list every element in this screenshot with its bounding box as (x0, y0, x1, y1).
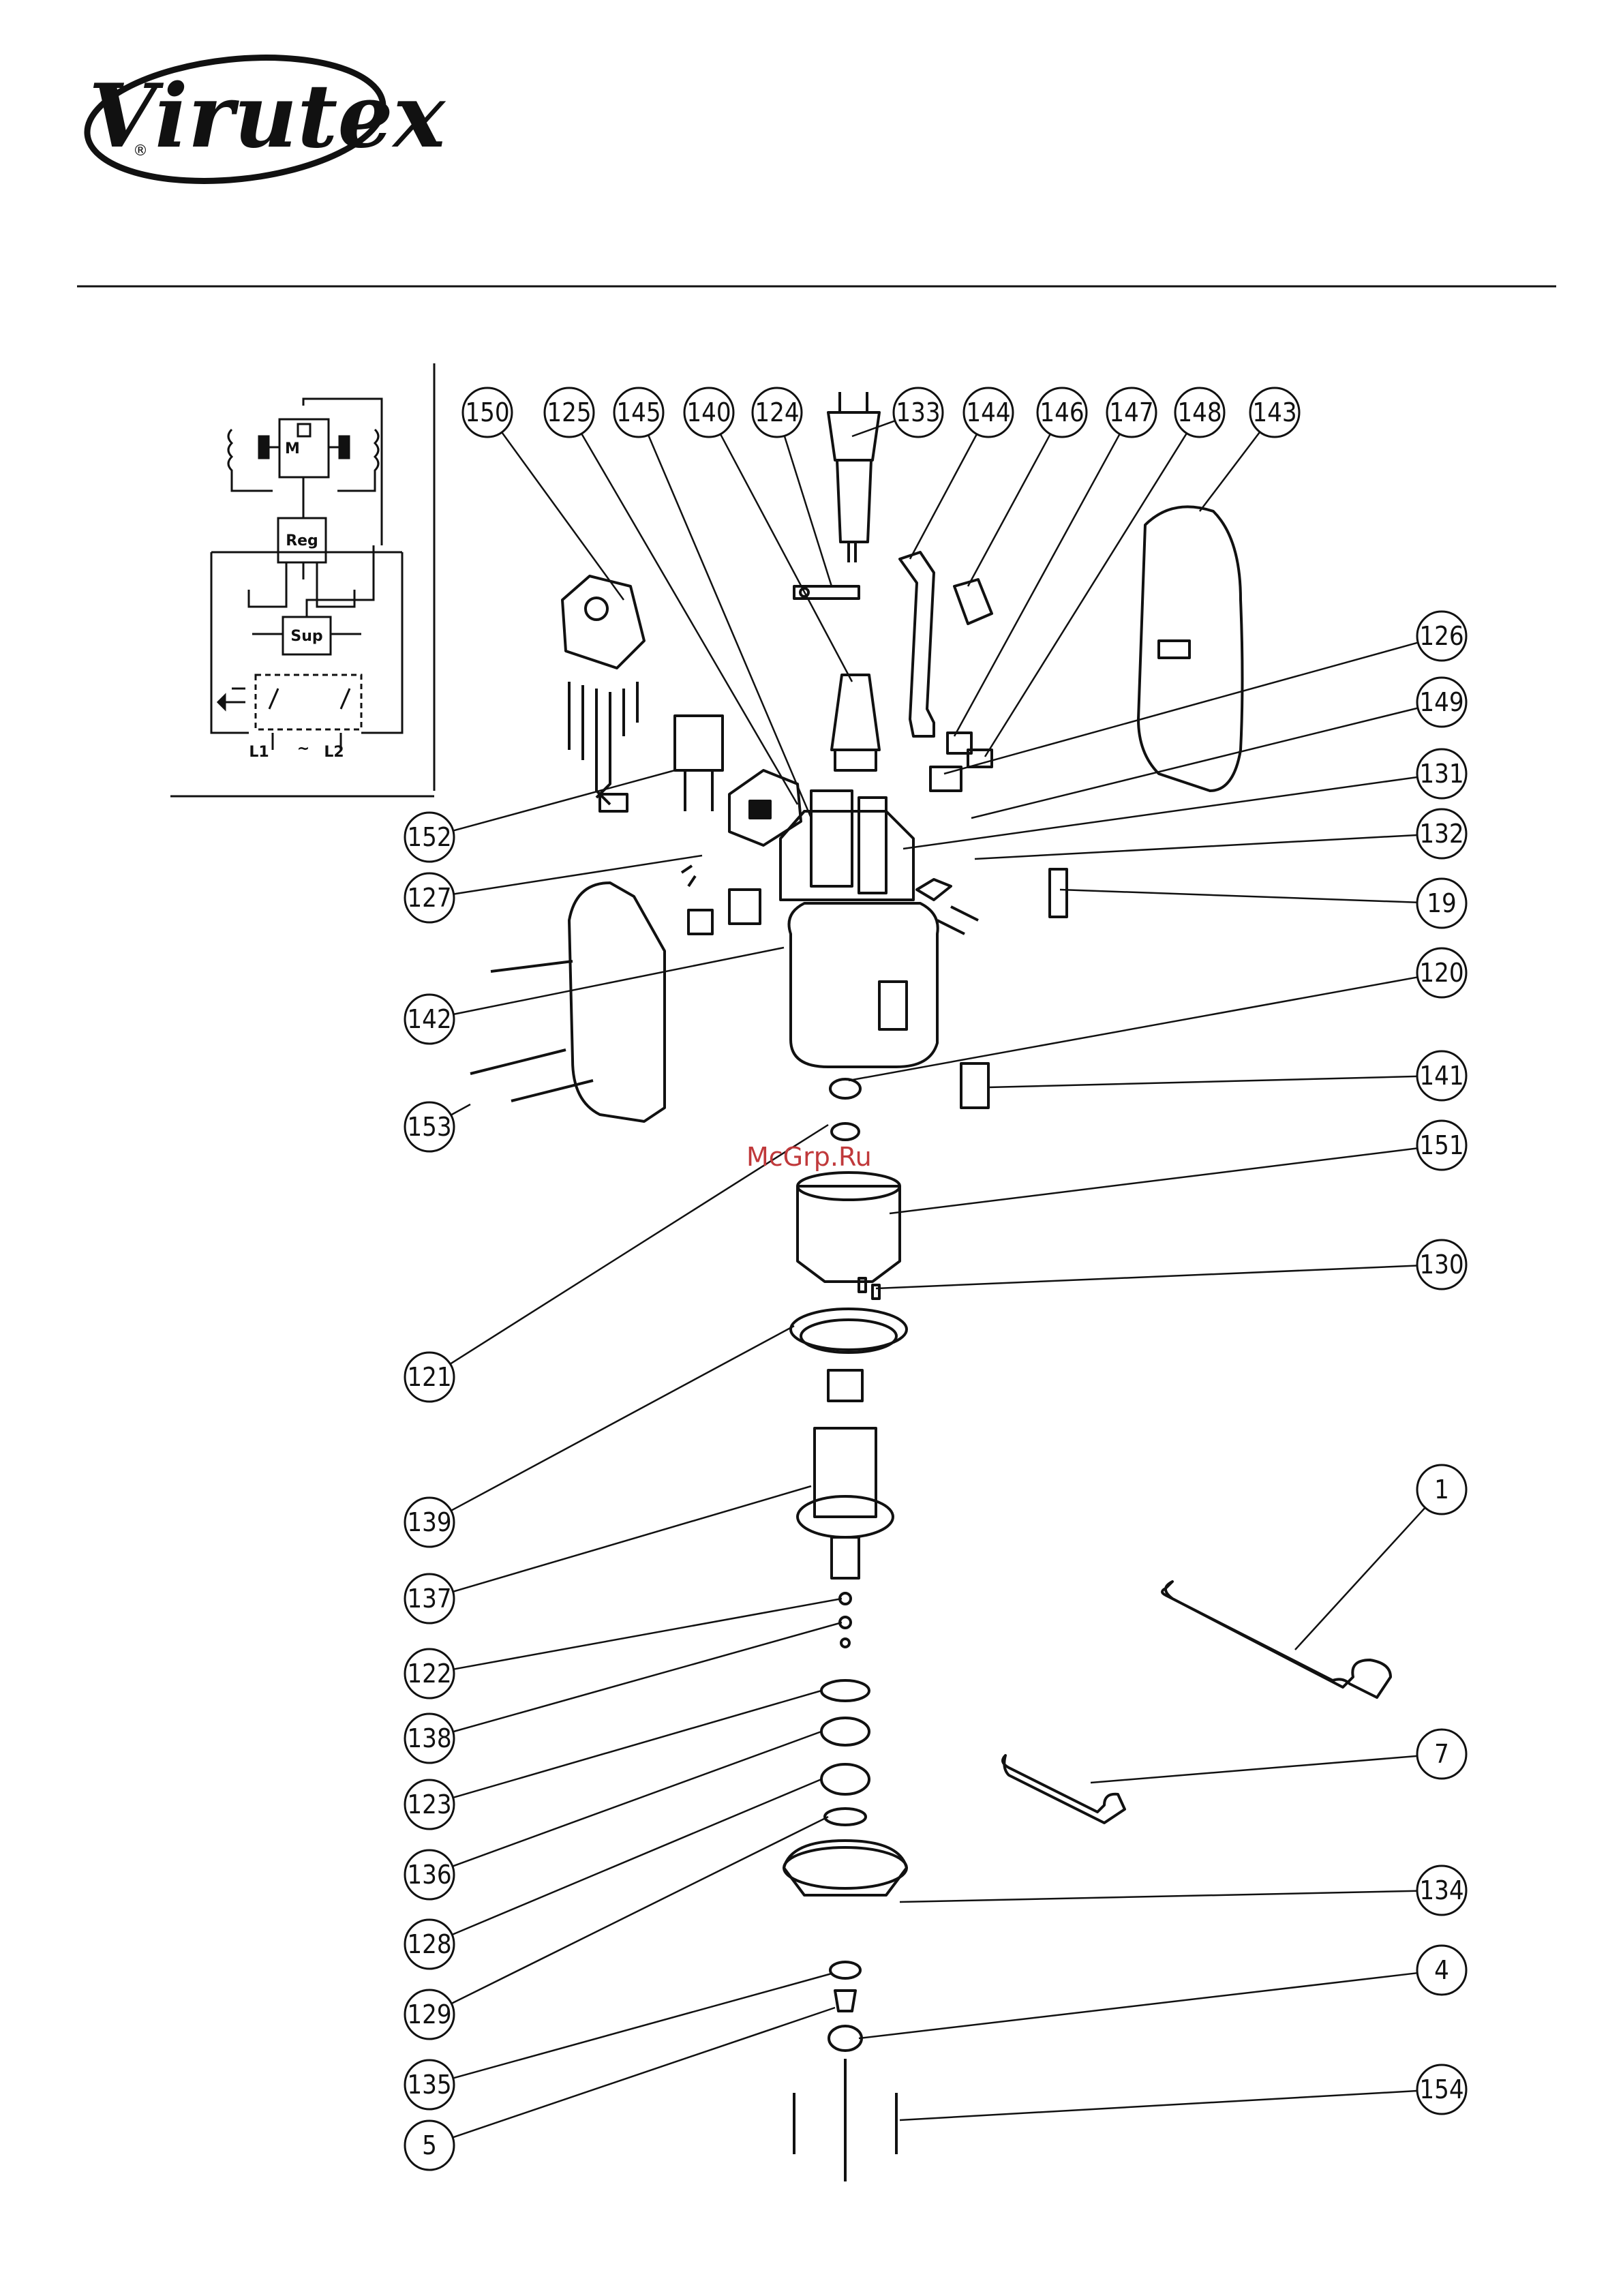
wiring-schematic (170, 363, 434, 796)
callout-number-145: 145 (616, 397, 661, 427)
callout-number-153: 153 (407, 1112, 451, 1142)
leader-line-150 (502, 432, 624, 600)
callout-number-124: 124 (755, 397, 799, 427)
callout-number-132: 132 (1419, 819, 1463, 849)
callout-number-140: 140 (686, 397, 731, 427)
registered-mark: ® (133, 142, 148, 160)
callout-number-150: 150 (465, 397, 509, 427)
callout-number-125: 125 (547, 397, 591, 427)
callout-number-135: 135 (407, 2070, 451, 2100)
callout-number-139: 139 (407, 1507, 451, 1537)
callout-number-134: 134 (1419, 1875, 1463, 1905)
leader-line-120 (849, 977, 1418, 1081)
ac-symbol: ~ (297, 740, 309, 757)
callout-number-133: 133 (896, 397, 940, 427)
suppressor-label: Sup (290, 628, 322, 645)
callout-number-137: 137 (407, 1584, 451, 1614)
leader-line-146 (968, 434, 1050, 586)
leader-line-142 (453, 948, 784, 1014)
leader-line-136 (453, 1732, 821, 1867)
leader-line-4 (859, 1973, 1417, 2038)
callout-number-129: 129 (407, 1999, 451, 2029)
callout-number-131: 131 (1419, 759, 1463, 789)
leader-line-134 (900, 1891, 1417, 1902)
leader-line-5 (453, 2008, 835, 2137)
callout-number-121: 121 (407, 1362, 451, 1392)
callout-number-122: 122 (407, 1659, 451, 1689)
callout-bubbles: 1501251451401241331441461471481431261491… (405, 388, 1466, 2170)
leader-line-133 (852, 421, 895, 436)
callout-number-1: 1 (1434, 1475, 1449, 1505)
leader-line-149 (971, 708, 1418, 818)
callout-number-123: 123 (407, 1789, 451, 1819)
callout-number-5: 5 (422, 2130, 437, 2160)
callout-number-136: 136 (407, 1860, 451, 1890)
motor-label: M (285, 440, 300, 457)
leader-line-19 (1060, 890, 1417, 903)
callout-number-152: 152 (407, 822, 451, 852)
callout-number-138: 138 (407, 1723, 451, 1753)
callout-number-19: 19 (1427, 888, 1457, 918)
callout-number-154: 154 (1419, 2074, 1463, 2104)
leader-line-143 (1200, 432, 1260, 511)
leader-line-129 (451, 1817, 828, 2004)
callout-number-127: 127 (407, 883, 451, 913)
leader-line-123 (453, 1691, 821, 1798)
leader-line-140 (721, 434, 852, 682)
leader-line-152 (453, 770, 675, 831)
watermark: McGrp.Ru (746, 1142, 872, 1172)
callout-number-147: 147 (1109, 397, 1153, 427)
leader-line-127 (454, 856, 702, 894)
leader-line-130 (876, 1266, 1417, 1288)
callout-number-144: 144 (966, 397, 1010, 427)
terminal-l2: L2 (324, 744, 344, 761)
leader-line-148 (985, 434, 1187, 757)
callout-number-4: 4 (1434, 1955, 1449, 1985)
leader-line-144 (910, 434, 977, 559)
leader-line-7 (1091, 1756, 1417, 1783)
callout-number-146: 146 (1040, 397, 1084, 427)
callout-number-143: 143 (1252, 397, 1296, 427)
virutex-logo: Virutex ® (81, 44, 446, 195)
callout-number-7: 7 (1434, 1739, 1449, 1769)
leader-line-141 (988, 1076, 1417, 1087)
callout-number-126: 126 (1419, 621, 1463, 651)
leader-line-125 (581, 434, 798, 804)
leader-line-138 (453, 1622, 842, 1732)
callout-number-142: 142 (407, 1004, 451, 1034)
leader-line-1 (1295, 1508, 1425, 1650)
leader-line-151 (890, 1148, 1417, 1213)
leader-line-132 (975, 835, 1417, 859)
leader-line-135 (453, 1974, 832, 2078)
terminal-l1: L1 (249, 744, 269, 761)
leader-line-139 (451, 1326, 794, 1511)
leader-line-145 (648, 435, 811, 818)
leader-line-154 (900, 2091, 1417, 2120)
callout-number-141: 141 (1419, 1061, 1463, 1091)
leader-line-131 (903, 777, 1417, 849)
callout-number-128: 128 (407, 1929, 451, 1959)
leader-line-122 (453, 1599, 842, 1670)
callout-number-149: 149 (1419, 687, 1463, 717)
leader-line-137 (453, 1486, 811, 1592)
callout-number-148: 148 (1177, 397, 1222, 427)
regulator-label: Reg (286, 532, 318, 549)
callout-number-130: 130 (1419, 1250, 1463, 1280)
leader-line-124 (785, 436, 832, 586)
callout-number-120: 120 (1419, 958, 1463, 988)
callout-leaders (450, 421, 1425, 2137)
callout-number-151: 151 (1419, 1130, 1463, 1160)
leader-line-153 (451, 1104, 470, 1115)
